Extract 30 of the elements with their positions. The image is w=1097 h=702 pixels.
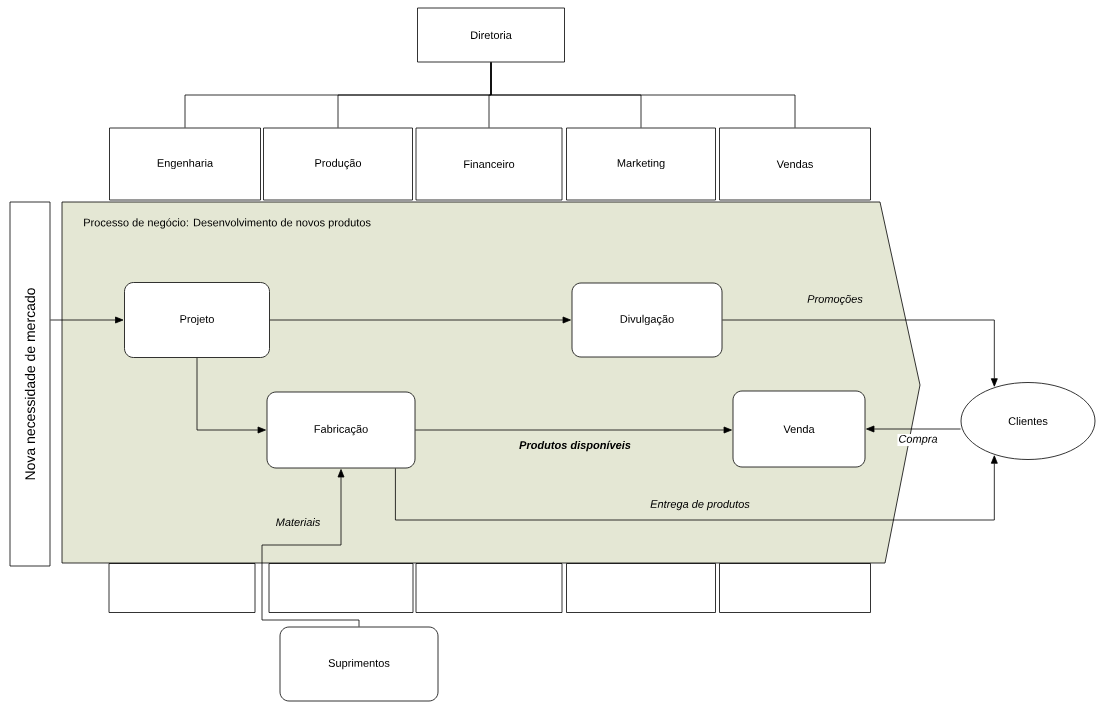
arrow [261, 469, 360, 627]
column-box [108, 563, 256, 613]
org-box: Diretoria [417, 7, 565, 63]
edge-label: Materiais [276, 517, 321, 527]
arrow [50, 316, 124, 324]
department-box: Engenharia [109, 127, 261, 201]
arrow [415, 426, 732, 434]
column-box [566, 563, 716, 613]
edge-label: Entrega de produtos [650, 499, 750, 511]
edge-label: Produtos disponíveis [519, 440, 631, 452]
department-box: Marketing [566, 127, 716, 201]
column-box [415, 563, 563, 613]
process-box: Divulgação [571, 282, 723, 358]
department-box: Vendas [719, 127, 871, 201]
department-box: Financeiro [415, 127, 563, 201]
arrow [866, 425, 961, 433]
edge-label: Compra [897, 434, 939, 446]
process-box: Suprimentos [279, 626, 439, 702]
input-bar: Nova necessidade de mercado [9, 201, 51, 567]
edge-label: Promoções [807, 294, 863, 306]
arrow [269, 316, 571, 324]
process-box: Fabricação [266, 391, 416, 469]
process-box: Projeto [124, 282, 270, 358]
arrow [722, 319, 998, 387]
arrow [196, 357, 266, 434]
arrow [395, 455, 998, 521]
column-box [268, 563, 414, 613]
process-box: Venda [732, 390, 866, 468]
column-box [719, 563, 871, 613]
department-box: Produção [263, 127, 413, 201]
